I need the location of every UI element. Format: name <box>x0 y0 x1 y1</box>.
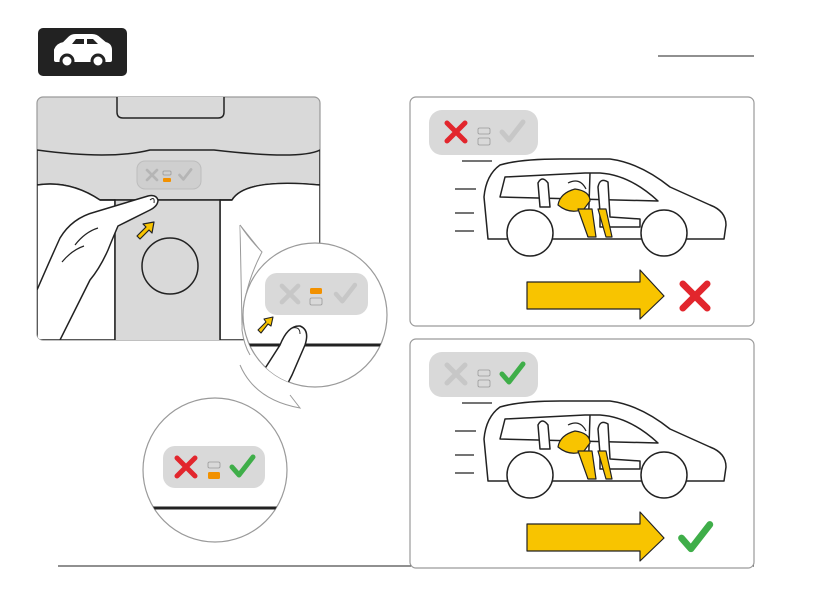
zoom-circle-press <box>240 243 390 395</box>
panel-indicator <box>429 110 538 155</box>
rear-wheel <box>641 452 687 498</box>
front-seat <box>538 179 550 207</box>
incorrect-installation-panel <box>410 97 754 326</box>
header-badge <box>38 28 127 76</box>
rear-wheel <box>641 210 687 256</box>
front-wheel <box>507 210 553 256</box>
ceiling-indicator <box>137 161 201 189</box>
zoom-circle-result <box>140 398 290 542</box>
result-indicator <box>163 446 265 488</box>
correct-installation-panel <box>410 339 754 568</box>
front-seat <box>538 421 550 449</box>
front-wheel <box>507 452 553 498</box>
zoom-indicator <box>265 273 368 315</box>
panel-indicator <box>429 352 538 397</box>
